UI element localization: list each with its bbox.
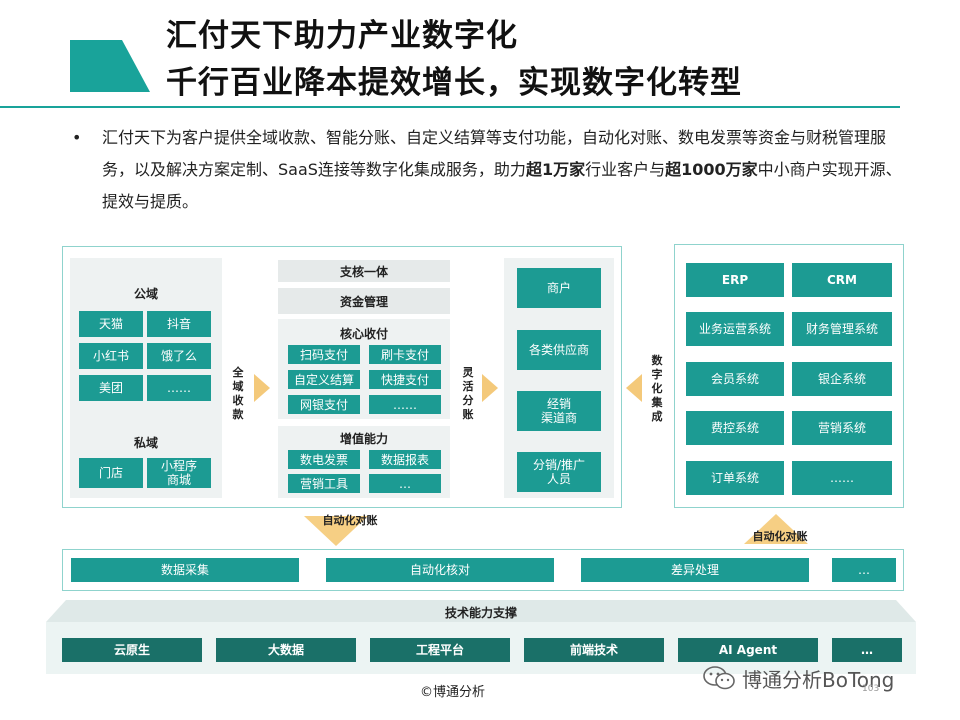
value-einvoice: 数电发票 <box>288 450 360 469</box>
tech-label: 技术能力支撑 <box>444 606 517 620</box>
tech-frontend: 前端技术 <box>524 638 664 662</box>
title-decoration-icon <box>70 40 150 92</box>
recipient-merchant: 商户 <box>517 268 601 308</box>
collect-arrow-icon <box>254 374 270 402</box>
tech-engineering: 工程平台 <box>370 638 510 662</box>
core-card: 刷卡支付 <box>369 345 441 364</box>
system-crm: CRM <box>792 263 892 297</box>
value-label: 增值能力 <box>339 432 388 446</box>
intro-bold-1: 超1万家 <box>525 160 586 179</box>
recipient-supplier: 各类供应商 <box>517 330 601 370</box>
intro-bold-2: 超1000万家 <box>665 160 758 179</box>
split-arrow-icon <box>482 374 498 402</box>
data-collect: 数据采集 <box>71 558 299 582</box>
system-expense: 费控系统 <box>686 411 784 445</box>
page-title-line2: 千行百业降本提效增长，实现数字化转型 <box>166 65 742 101</box>
center-head-1: 支核一体 <box>278 260 450 282</box>
footer-copyright: ©博通分析 <box>420 685 486 700</box>
center-head-2: 资金管理 <box>278 288 450 314</box>
tech-ai-agent: AI Agent <box>678 638 818 662</box>
system-bank: 银企系统 <box>792 362 892 396</box>
intro-paragraph: • 汇付天下为客户提供全域收款、智能分账、自定义结算等支付功能，自动化对账、数电… <box>72 122 912 218</box>
channel-meituan: 美团 <box>79 375 143 401</box>
reconcile-right-label: 自动化对账 <box>752 530 808 543</box>
core-more: …… <box>369 395 441 414</box>
integrate-arrow-icon <box>626 374 642 402</box>
channel-miniprogram: 小程序 商城 <box>147 458 211 488</box>
split-label: 灵 活 分 账 <box>462 366 474 421</box>
core-custom-settle: 自定义结算 <box>288 370 360 389</box>
system-erp: ERP <box>686 263 784 297</box>
data-more: … <box>832 558 896 582</box>
collect-label: 全 域 收 款 <box>232 366 244 421</box>
system-order: 订单系统 <box>686 461 784 495</box>
core-scan: 扫码支付 <box>288 345 360 364</box>
channel-more: …… <box>147 375 211 401</box>
tech-big-data: 大数据 <box>216 638 356 662</box>
system-finance: 财务管理系统 <box>792 312 892 346</box>
watermark-text: 博通分析BoTong <box>742 668 895 692</box>
channel-douyin: 抖音 <box>147 311 211 337</box>
value-report: 数据报表 <box>369 450 441 469</box>
core-quick: 快捷支付 <box>369 370 441 389</box>
tech-more: … <box>832 638 902 662</box>
tech-cloud-native: 云原生 <box>62 638 202 662</box>
bullet: • <box>72 128 82 147</box>
public-domain-label: 公域 <box>133 287 158 301</box>
reconcile-down-arrow-icon <box>304 516 368 546</box>
page-number: 103 <box>862 684 880 694</box>
data-diff: 差异处理 <box>581 558 809 582</box>
data-auto-check: 自动化核对 <box>326 558 554 582</box>
intro-text-1: 汇付天下为客户提供全域收款、智能分账、自定义结算等支付功能，自动化对账、数电发票… <box>102 128 887 179</box>
reconcile-up-arrow-icon <box>744 514 808 544</box>
intro-text-3: 中小商户实现开源、提效与提质。 <box>102 160 902 211</box>
channel-tmall: 天猫 <box>79 311 143 337</box>
reconcile-left-label: 自动化对账 <box>322 514 378 527</box>
page-title-line1: 汇付天下助力产业数字化 <box>166 18 518 54</box>
system-ops: 业务运营系统 <box>686 312 784 346</box>
integrate-label: 数 字 化 集 成 <box>651 354 663 423</box>
channel-eleme: 饿了么 <box>147 343 211 369</box>
core-label: 核心收付 <box>339 327 388 341</box>
system-marketing: 营销系统 <box>792 411 892 445</box>
wechat-icon <box>703 666 735 690</box>
core-ebank: 网银支付 <box>288 395 360 414</box>
value-marketing: 营销工具 <box>288 474 360 493</box>
private-domain-label: 私域 <box>133 436 158 450</box>
channel-xiaohongshu: 小红书 <box>79 343 143 369</box>
recipient-promoter: 分销/推广 人员 <box>517 452 601 492</box>
channel-store: 门店 <box>79 458 143 488</box>
system-member: 会员系统 <box>686 362 784 396</box>
value-more: … <box>369 474 441 493</box>
intro-text-2: 行业客户与 <box>585 160 666 179</box>
title-divider <box>0 106 900 108</box>
system-more: …… <box>792 461 892 495</box>
recipient-distributor: 经销 渠道商 <box>517 391 601 431</box>
